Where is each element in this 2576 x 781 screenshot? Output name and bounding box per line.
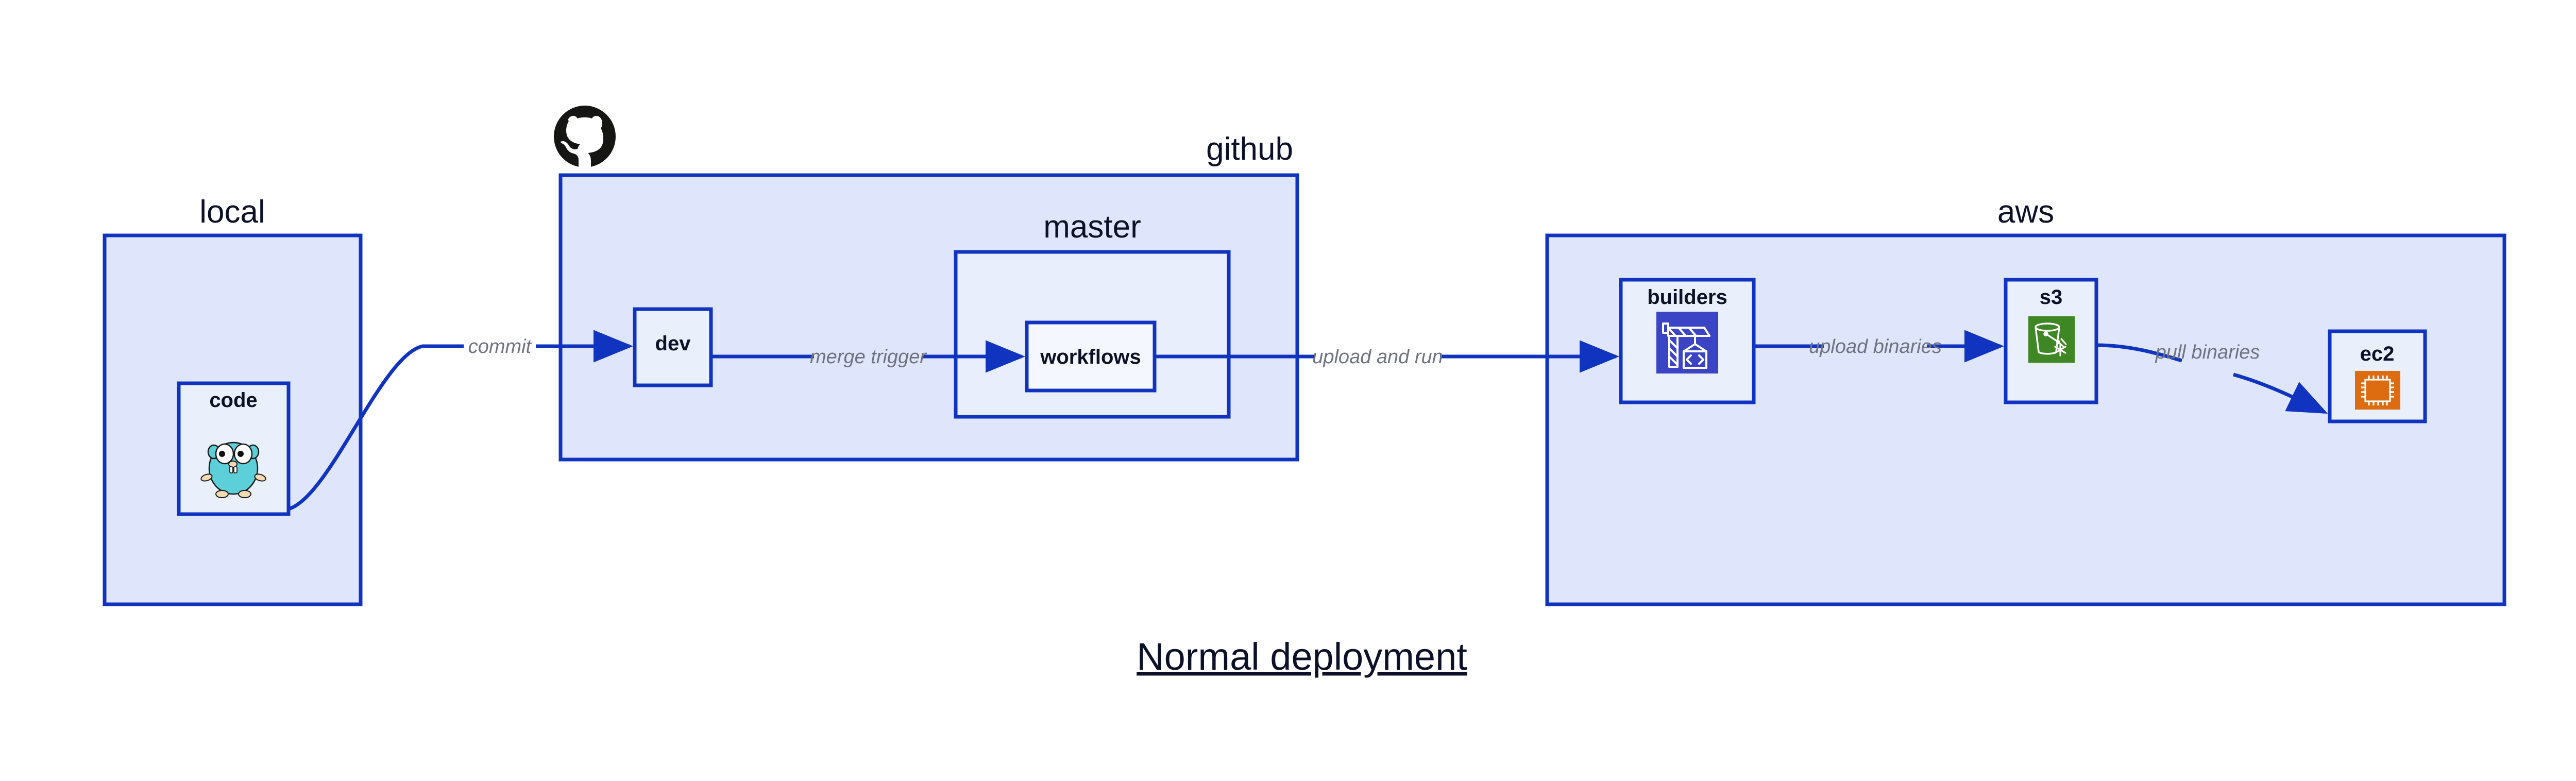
node-builders[interactable]: builders: [1619, 278, 1756, 404]
aws-group-label: aws: [1997, 194, 2054, 230]
group-master: master workflows: [954, 209, 1231, 419]
edge-upload-binaries-label: upload binaries: [1809, 336, 1942, 358]
workflows-node-box[interactable]: [1025, 320, 1157, 393]
edge-upload-binaries: upload binaries: [1754, 330, 2004, 363]
builders-node-label: builders: [1647, 286, 1727, 309]
group-local: local code: [103, 194, 363, 606]
code-node-label: code: [209, 389, 257, 412]
node-dev[interactable]: dev: [633, 307, 713, 387]
group-github: github dev master workflows: [554, 106, 1299, 462]
go-gopher-icon: [200, 442, 266, 498]
edge-commit: commit: [287, 330, 633, 511]
edge-pull-binaries-line-head: [2096, 343, 2182, 363]
edges: commit merge trigger upload and run uplo…: [287, 330, 2328, 511]
edge-upload-and-run-label: upload and run: [1312, 346, 1443, 368]
github-group-label: github: [1206, 131, 1293, 167]
edge-merge-trigger-label: merge trigger: [810, 346, 927, 368]
edge-pull-binaries-label: pull binaries: [2155, 342, 2260, 363]
node-ec2[interactable]: ec2: [2328, 329, 2427, 423]
local-group-label: local: [199, 194, 265, 230]
dev-node-label: dev: [655, 332, 691, 355]
edge-upload-and-run: upload and run: [1155, 340, 1619, 373]
diagram-title: Normal deployment: [1137, 635, 1467, 678]
aws-s3-bucket-icon: [2028, 316, 2075, 363]
s3-node-label: s3: [2040, 286, 2063, 309]
aws-codebuild-icon: [1656, 312, 1718, 373]
dev-node-box[interactable]: [633, 307, 713, 387]
aws-ec2-chip-icon: [2355, 371, 2400, 410]
ec2-node-label: ec2: [2360, 343, 2395, 365]
node-code[interactable]: code: [177, 381, 291, 516]
github-octocat-icon: [554, 106, 616, 168]
group-aws: aws builders: [1545, 194, 2506, 606]
edge-pull-binaries: pull binaries: [2096, 342, 2328, 414]
node-workflows[interactable]: workflows: [1025, 320, 1157, 393]
edge-pull-binaries-line-tail: [2233, 372, 2328, 414]
edge-commit-line: [287, 344, 464, 511]
master-group-label: master: [1043, 209, 1141, 245]
workflows-node-label: workflows: [1040, 346, 1141, 368]
node-s3[interactable]: s3: [2004, 278, 2098, 404]
edge-commit-label: commit: [468, 336, 532, 358]
edge-merge-trigger: merge trigger: [711, 340, 1025, 373]
